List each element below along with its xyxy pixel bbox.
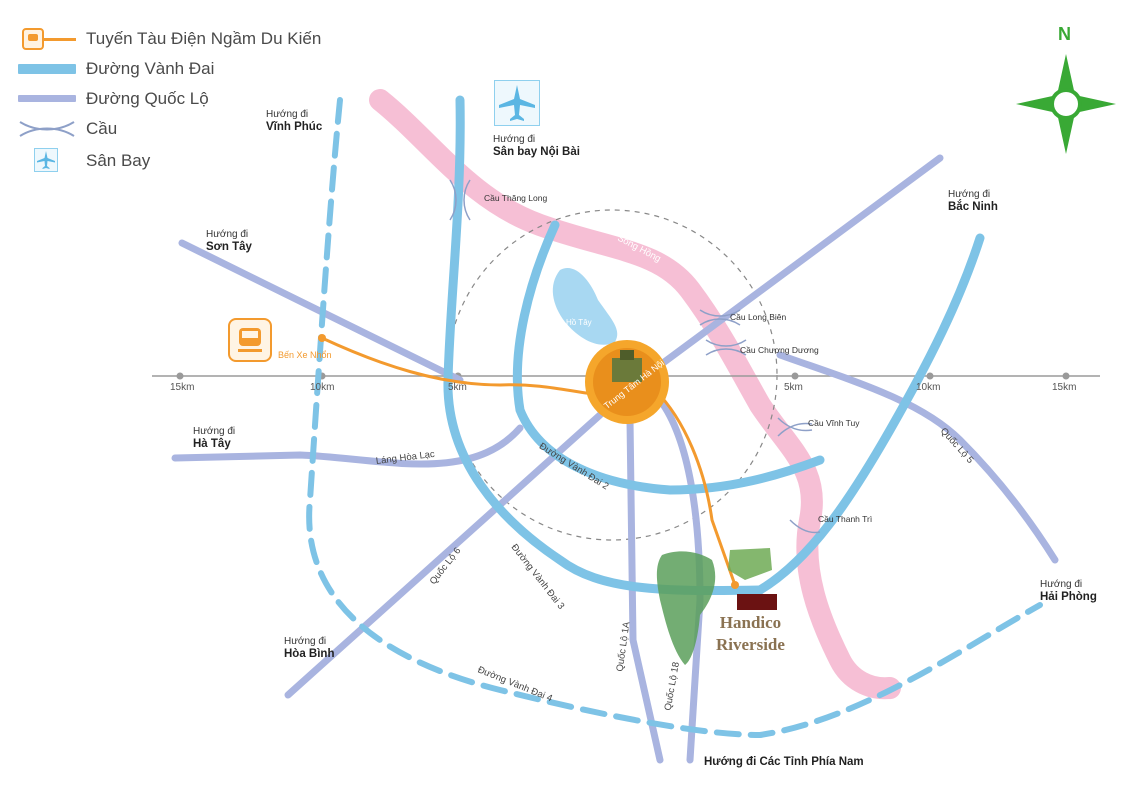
scale-right-5: 5km bbox=[784, 382, 803, 393]
scale-left-10: 10km bbox=[310, 382, 335, 393]
noi-bai-airport-icon bbox=[494, 80, 540, 126]
scale-left-15: 15km bbox=[170, 382, 195, 393]
legend-bridge: Cầu bbox=[14, 114, 117, 144]
ring-road-east bbox=[755, 233, 985, 595]
red-river bbox=[369, 89, 901, 700]
metro-station-icon bbox=[228, 318, 272, 362]
legend-metro: Tuyến Tàu Điện Ngầm Du Kiến bbox=[14, 24, 321, 54]
scale-right-15: 15km bbox=[1052, 382, 1077, 393]
ring-road-3-noi-bai bbox=[443, 95, 765, 596]
range-circle bbox=[446, 209, 778, 541]
west-lake bbox=[552, 268, 618, 345]
road-hai-phong bbox=[776, 351, 1059, 564]
compass-rose bbox=[1016, 54, 1116, 154]
ben-xe-nhon-label: Bến Xe Nhổn bbox=[278, 350, 332, 360]
ring-road-4 bbox=[306, 97, 1043, 739]
legend-ring-road: Đường Vành Đai bbox=[14, 54, 214, 84]
project-parcel bbox=[656, 551, 716, 665]
bridge-thanh-tri-label: Cầu Thanh Trì bbox=[818, 514, 873, 524]
ring-road-swatch bbox=[14, 54, 78, 84]
project-name-line2: Riverside bbox=[716, 635, 785, 654]
legend-ring-road-label: Đường Vành Đai bbox=[86, 59, 215, 78]
ho-tay-label: Hồ Tây bbox=[566, 318, 592, 327]
map-legend: Tuyến Tàu Điện Ngầm Du Kiến Đường Vành Đ… bbox=[14, 22, 354, 182]
legend-airport: Sân Bay bbox=[14, 146, 150, 176]
project-name-line1: Handico bbox=[719, 613, 782, 632]
metro-line bbox=[321, 336, 737, 586]
road-bac-ninh bbox=[636, 154, 944, 384]
bridge-icon bbox=[14, 114, 78, 144]
direction-phia-nam: Hướng đi Các Tỉnh Phía Nam bbox=[704, 756, 864, 768]
airport-icon bbox=[14, 146, 78, 176]
legend-airport-label: Sân Bay bbox=[86, 151, 151, 170]
scale-right-10: 10km bbox=[916, 382, 941, 393]
bridge-thang-long-label: Cầu Thăng Long bbox=[484, 193, 548, 203]
legend-national-road: Đường Quốc Lộ bbox=[14, 84, 209, 114]
road-hoa-binh bbox=[284, 411, 604, 699]
compass-north-label: N bbox=[1058, 24, 1071, 44]
legend-metro-label: Tuyến Tàu Điện Ngầm Du Kiến bbox=[86, 29, 322, 48]
legend-bridge-label: Cầu bbox=[86, 119, 118, 138]
road-lang-hoa-lac bbox=[171, 424, 524, 468]
legend-national-road-label: Đường Quốc Lộ bbox=[86, 89, 209, 108]
ring-road-2 bbox=[512, 220, 825, 495]
national-road-swatch bbox=[14, 84, 78, 114]
scale-left-5: 5km bbox=[448, 382, 467, 393]
bridge-vinh-tuy-label: Cầu Vĩnh Tuy bbox=[808, 418, 860, 428]
bridge-long-bien-label: Cầu Long Biên bbox=[730, 312, 787, 322]
bridge-chuong-duong-label: Cầu Chương Dương bbox=[740, 345, 819, 355]
metro-icon bbox=[14, 24, 78, 54]
project-label: Handico Riverside bbox=[716, 612, 785, 656]
project-marker bbox=[737, 594, 777, 610]
